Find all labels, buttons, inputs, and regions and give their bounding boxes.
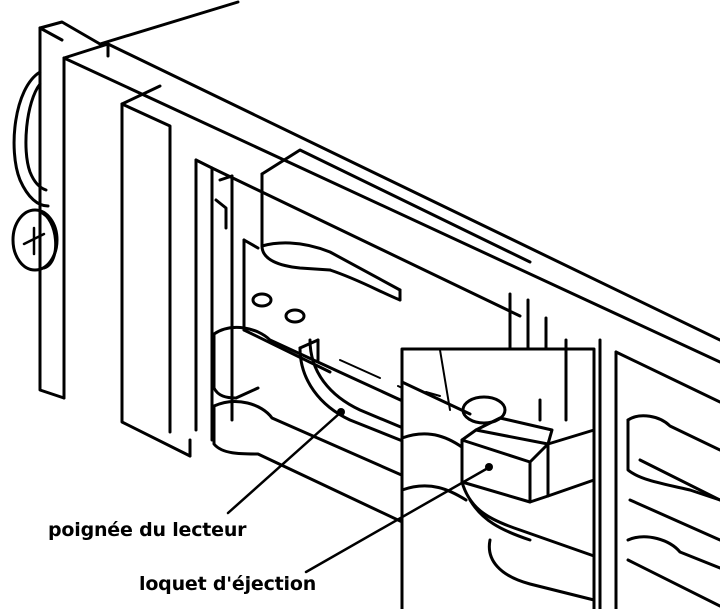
leader-line-handle <box>226 411 342 515</box>
upper-drive <box>242 148 532 374</box>
rack-ear <box>12 20 102 400</box>
label-drive-handle: poignée du lecteur <box>48 519 247 541</box>
latch-callout <box>400 338 596 609</box>
leader-dot-latch <box>485 463 493 471</box>
label-ejection-latch: loquet d'éjection <box>139 573 317 595</box>
leader-dot-handle <box>337 408 345 416</box>
left-panel-recess <box>120 84 192 458</box>
leader-line-latch <box>304 466 490 574</box>
thumbscrew <box>11 208 59 272</box>
top-edge-line <box>98 0 240 46</box>
front-bezel <box>62 42 720 400</box>
